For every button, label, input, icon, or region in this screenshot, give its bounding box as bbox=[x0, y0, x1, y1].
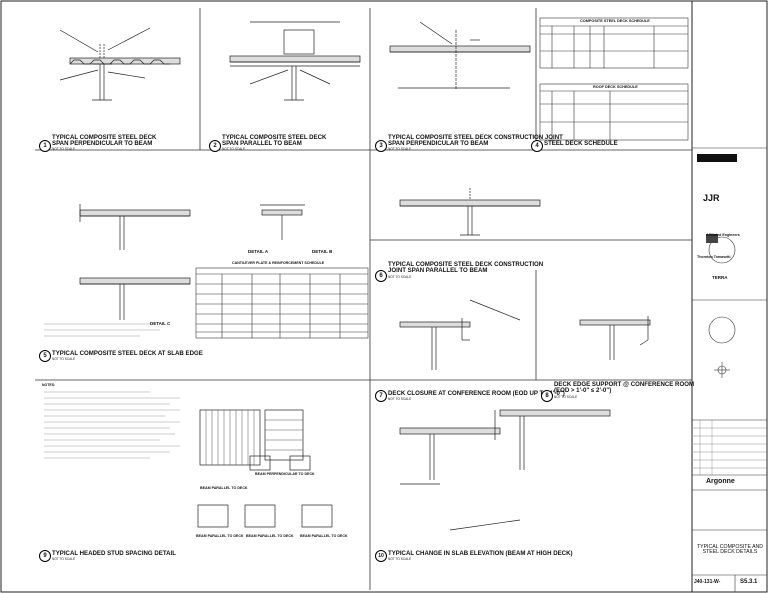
detail-10-drawing bbox=[399, 409, 611, 531]
detail-1-scale: NOT TO SCALE bbox=[52, 147, 76, 151]
detail-number-1: 1 bbox=[39, 140, 51, 152]
detail-number-4: 4 bbox=[531, 140, 543, 152]
detail-7-drawing bbox=[399, 299, 521, 370]
detail-9-scale: NOT TO SCALE bbox=[52, 557, 76, 561]
detail-6-title-line2: JOINT SPAN PARALLEL TO BEAM bbox=[388, 267, 488, 275]
title-block bbox=[692, 147, 767, 592]
detail-a-label: DETAIL A bbox=[248, 249, 269, 254]
detail-number-10: 10 bbox=[375, 550, 387, 562]
detail-8-drawing bbox=[579, 316, 651, 360]
composite-deck-schedule-title: COMPOSITE STEEL DECK SCHEDULE bbox=[580, 19, 650, 23]
detail-number-9: 9 bbox=[39, 550, 51, 562]
detail-6-drawing bbox=[399, 188, 541, 236]
beam-parallel-label-1: BEAM PARALLEL TO DECK bbox=[200, 486, 248, 490]
detail-1-drawing bbox=[59, 27, 181, 101]
detail-2-title-line2: SPAN PARALLEL TO BEAM bbox=[222, 140, 302, 148]
detail-number-8: 8 bbox=[541, 390, 553, 402]
detail-2-scale: NOT TO SCALE bbox=[222, 147, 246, 151]
detail-title-8: DECK EDGE SUPPORT @ CONFERENCE ROOM (EOD… bbox=[554, 381, 695, 395]
detail-5-scale: NOT TO SCALE bbox=[52, 357, 76, 361]
detail-8-scale: NOT TO SCALE bbox=[554, 395, 578, 399]
detail-1-title-line2: SPAN PERPENDICULAR TO BEAM bbox=[52, 140, 153, 148]
sheet-number: S5.3.1 bbox=[740, 579, 758, 585]
company-logo-text: Argonne bbox=[706, 478, 735, 485]
detail-5-drawing bbox=[79, 204, 305, 320]
detail-number-6: 6 bbox=[375, 270, 387, 282]
beam-parallel-label-3: BEAM PARALLEL TO DECK bbox=[246, 534, 294, 538]
detail-number-5: 5 bbox=[39, 350, 51, 362]
detail-3-scale: NOT TO SCALE bbox=[388, 147, 412, 151]
detail-title-4: STEEL DECK SCHEDULE bbox=[544, 140, 618, 147]
notes-heading: NOTES: bbox=[42, 383, 56, 387]
roof-deck-schedule-title: ROOF DECK SCHEDULE bbox=[593, 85, 638, 89]
project-number: J40-131-W- bbox=[694, 579, 721, 585]
detail-b-label: DETAIL B bbox=[312, 249, 333, 254]
detail-1-title-line1: TYPICAL COMPOSITE STEEL DECK bbox=[52, 134, 157, 141]
consultant-affiliated: Affiliated Engineers bbox=[706, 233, 740, 237]
consultant-thornton: Thornton Tomasetti bbox=[697, 255, 731, 259]
detail-8-title-line1: DECK EDGE SUPPORT @ CONFERENCE ROOM bbox=[554, 381, 695, 388]
beam-perpendicular-label: BEAM PERPENDICULAR TO DECK bbox=[255, 472, 315, 476]
steel-deck-schedule bbox=[539, 17, 689, 141]
detail-title-3: TYPICAL COMPOSITE STEEL DECK CONSTRUCTIO… bbox=[388, 134, 563, 148]
detail-c-label: DETAIL C bbox=[150, 321, 171, 326]
detail-6-title-line1: TYPICAL COMPOSITE STEEL DECK CONSTRUCTIO… bbox=[388, 261, 544, 268]
detail-title-2: TYPICAL COMPOSITE STEEL DECK SPAN PARALL… bbox=[222, 134, 327, 148]
consultant-jjr: JJR bbox=[703, 193, 720, 203]
detail-2-drawing bbox=[229, 21, 361, 101]
cantilever-schedule-table bbox=[195, 267, 369, 339]
detail-8-title-line2: (EOD > 1'-0" ≤ 2'-0") bbox=[554, 387, 612, 395]
detail-3-drawing bbox=[389, 21, 531, 90]
detail-title-7: DECK CLOSURE AT CONFERENCE ROOM (EOD UP … bbox=[388, 390, 565, 397]
consultant-terra: TERRA bbox=[712, 275, 728, 280]
consultant-logos bbox=[697, 154, 737, 243]
notes-block bbox=[44, 323, 180, 459]
beam-parallel-label-4: BEAM PARALLEL TO DECK bbox=[300, 534, 348, 538]
detail-9-drawing bbox=[197, 409, 333, 528]
detail-title-5: TYPICAL COMPOSITE STEEL DECK AT SLAB EDG… bbox=[52, 350, 203, 357]
detail-number-7: 7 bbox=[375, 390, 387, 402]
detail-3-title-line1: TYPICAL COMPOSITE STEEL DECK CONSTRUCTIO… bbox=[388, 134, 563, 141]
detail-number-3: 3 bbox=[375, 140, 387, 152]
detail-2-title-line1: TYPICAL COMPOSITE STEEL DECK bbox=[222, 134, 327, 141]
detail-10-scale: NOT TO SCALE bbox=[388, 557, 412, 561]
beam-parallel-label-2: BEAM PARALLEL TO DECK bbox=[196, 534, 244, 538]
sheet-title: TYPICAL COMPOSITE AND STEEL DECK DETAILS bbox=[696, 544, 764, 556]
detail-3-title-line2: SPAN PERPENDICULAR TO BEAM bbox=[388, 140, 489, 148]
detail-number-2: 2 bbox=[209, 140, 221, 152]
detail-title-1: TYPICAL COMPOSITE STEEL DECK SPAN PERPEN… bbox=[52, 134, 157, 148]
detail-title-9: TYPICAL HEADED STUD SPACING DETAIL bbox=[52, 550, 176, 557]
detail-title-10: TYPICAL CHANGE IN SLAB ELEVATION (BEAM A… bbox=[388, 550, 573, 557]
detail-7-scale: NOT TO SCALE bbox=[388, 397, 412, 401]
detail-6-scale: NOT TO SCALE bbox=[388, 275, 412, 279]
cantilever-schedule-title: CANTILEVER PLATE & REINFORCEMENT SCHEDUL… bbox=[232, 261, 325, 265]
detail-title-6: TYPICAL COMPOSITE STEEL DECK CONSTRUCTIO… bbox=[388, 261, 544, 275]
